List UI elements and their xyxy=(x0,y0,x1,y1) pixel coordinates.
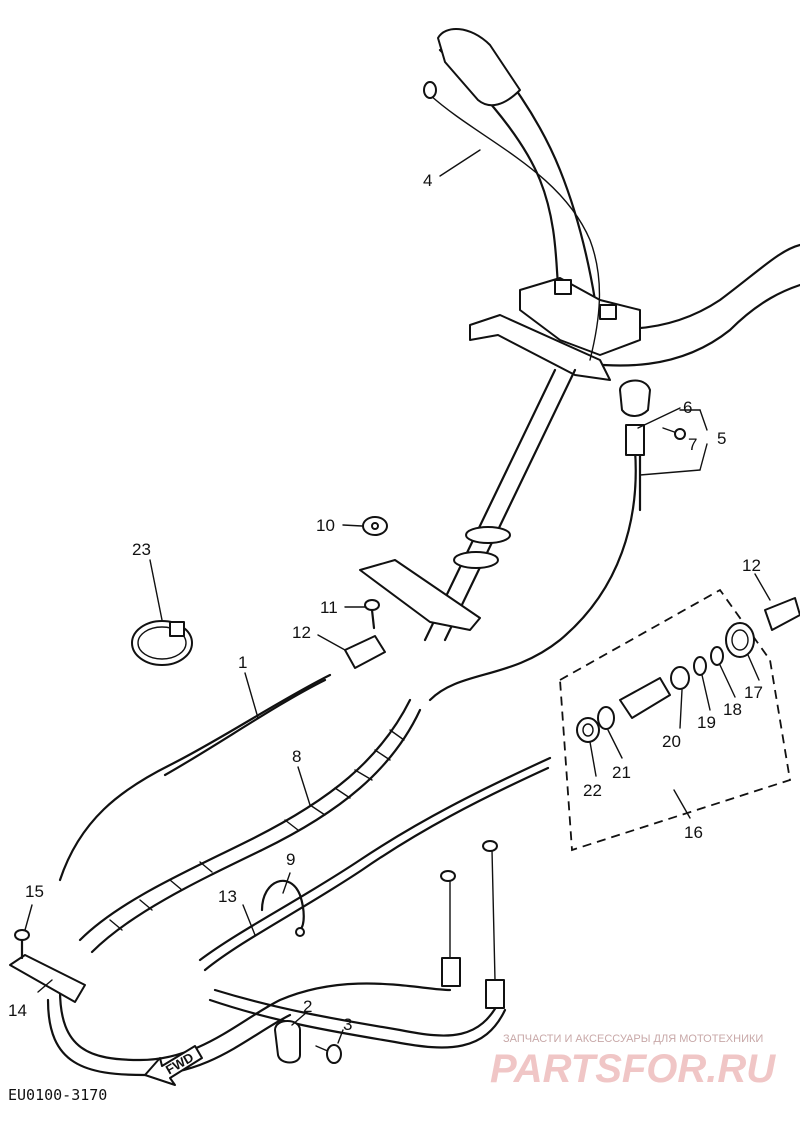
label-part-3: 3 xyxy=(343,1015,352,1034)
grip xyxy=(437,27,521,107)
label-part-21: 21 xyxy=(612,763,631,782)
leader-lines xyxy=(24,149,771,1044)
label-part-5: 5 xyxy=(717,429,726,448)
diagram-code: EU0100-3170 xyxy=(8,1086,107,1104)
cable-8-wrap xyxy=(78,698,412,942)
steering-column xyxy=(359,368,577,642)
cable-8-coils xyxy=(109,729,405,931)
label-part-14: 14 xyxy=(8,1001,27,1020)
cable-13 xyxy=(198,756,552,962)
label-part-15: 15 xyxy=(25,882,44,901)
label-part-4: 4 xyxy=(423,171,432,190)
part-19-washer xyxy=(693,656,707,676)
part-6-cap xyxy=(619,379,651,417)
label-part-22: 22 xyxy=(583,781,602,800)
part-9-clip xyxy=(260,879,305,937)
label-part-19: 19 xyxy=(697,713,716,732)
part-15-bolt xyxy=(14,929,30,960)
label-part-7: 7 xyxy=(688,435,697,454)
cable-5-line xyxy=(428,448,637,702)
part-2-holder xyxy=(274,1020,301,1064)
watermark-caption: ЗАПЧАСТИ И АКСЕССУАРЫ ДЛЯ МОТОТЕХНИКИ xyxy=(503,1033,763,1045)
part-14-bracket xyxy=(9,954,86,1003)
label-part-18: 18 xyxy=(723,700,742,719)
label-part-16: 16 xyxy=(684,823,703,842)
label-part-9: 9 xyxy=(286,850,295,869)
label-part-6: 6 xyxy=(683,398,692,417)
cable-1 xyxy=(58,673,332,882)
label-part-1: 1 xyxy=(238,653,247,672)
part-23-band xyxy=(131,620,193,666)
part-22-locknut xyxy=(576,717,600,743)
label-part-12b: 12 xyxy=(742,556,761,575)
lower-cable-b xyxy=(213,988,502,1037)
part-12a-grommet xyxy=(344,635,386,669)
cable-4 xyxy=(429,94,601,361)
label-part-13: 13 xyxy=(218,887,237,906)
label-part-12a: 12 xyxy=(292,623,311,642)
label-part-20: 20 xyxy=(662,732,681,751)
steering-clamp xyxy=(469,277,641,381)
lower-cable-a xyxy=(58,982,452,1062)
part-11-bolt xyxy=(364,599,380,630)
part-12b-grommet xyxy=(764,597,800,631)
part-20-adjuster xyxy=(619,666,690,719)
part-16-group-box xyxy=(559,588,792,852)
label-part-17: 17 xyxy=(744,683,763,702)
part-10-nut xyxy=(362,516,388,536)
part-17-nut xyxy=(725,622,755,658)
label-part-8: 8 xyxy=(292,747,301,766)
part-18-washer xyxy=(710,646,724,666)
watermark-logo: PARTSFOR.RU xyxy=(490,1047,776,1091)
label-part-2: 2 xyxy=(303,997,312,1016)
part-21-washer xyxy=(597,706,615,730)
part-3-screw xyxy=(315,1044,342,1064)
label-part-10: 10 xyxy=(316,516,335,535)
fwd-arrow: FWD xyxy=(144,1045,203,1086)
label-part-11: 11 xyxy=(320,598,338,617)
part-7-screw xyxy=(662,427,686,440)
label-part-23: 23 xyxy=(132,540,151,559)
